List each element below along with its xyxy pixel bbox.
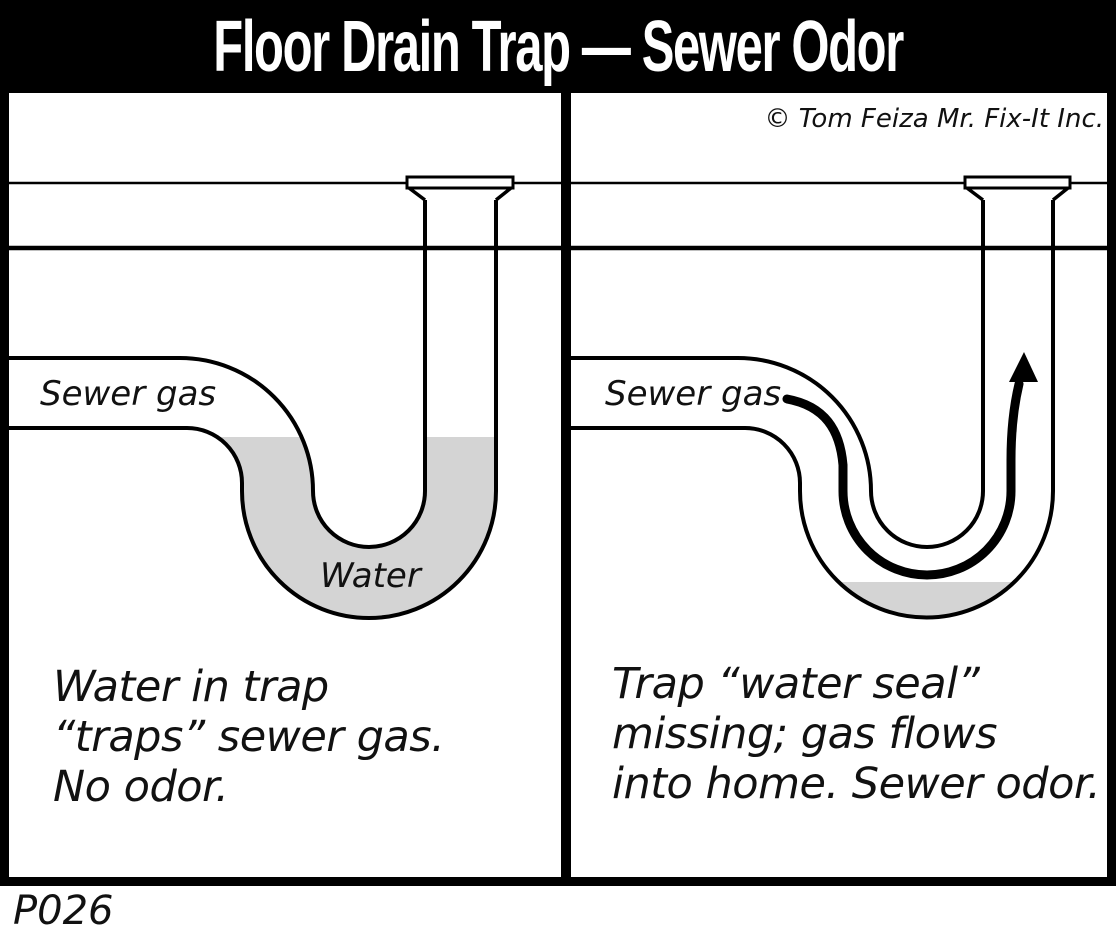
bottom-border <box>0 877 1116 886</box>
caption-line: Trap “water seal” <box>612 659 980 709</box>
trap-inner-outline-left <box>8 200 427 549</box>
caption-right: Trap “water seal” missing; gas flows int… <box>612 659 1101 809</box>
drain-flare-sides-right <box>965 186 1070 202</box>
caption-line: No odor. <box>53 762 229 812</box>
left-border <box>0 93 9 886</box>
trap-outer-outline-left <box>8 200 498 620</box>
trap-inner-outline-right <box>571 200 985 549</box>
water-label: Water <box>320 556 421 596</box>
caption-line: Water in trap <box>53 662 329 712</box>
caption-line: “traps” sewer gas. <box>53 712 445 762</box>
trap-outer-outline-right <box>571 200 1055 620</box>
caption-left: Water in trap “traps” sewer gas. No odor… <box>53 662 445 812</box>
right-border <box>1107 93 1116 886</box>
drain-flare-right <box>963 175 1072 190</box>
caption-line: into home. Sewer odor. <box>612 759 1101 809</box>
figure-title: Floor Drain Trap — Sewer Odor <box>213 6 904 87</box>
caption-line: missing; gas flows <box>612 709 997 759</box>
gas-flow-arrow-shaft <box>782 379 1024 580</box>
panel-divider <box>561 93 571 886</box>
left-panel-drawing <box>8 175 561 620</box>
copyright-text: © Tom Feiza Mr. Fix-It Inc. <box>764 104 1105 134</box>
title-bar: Floor Drain Trap — Sewer Odor <box>0 0 1116 93</box>
sewer-gas-label-right: Sewer gas <box>605 374 782 414</box>
right-panel-drawing <box>571 175 1107 620</box>
drain-flare-left <box>405 175 515 190</box>
sewer-gas-label-left: Sewer gas <box>40 374 217 414</box>
drain-flare-sides-left <box>407 186 513 202</box>
diagram-code: P026 <box>13 888 114 934</box>
gas-flow-arrowhead <box>1009 352 1038 382</box>
